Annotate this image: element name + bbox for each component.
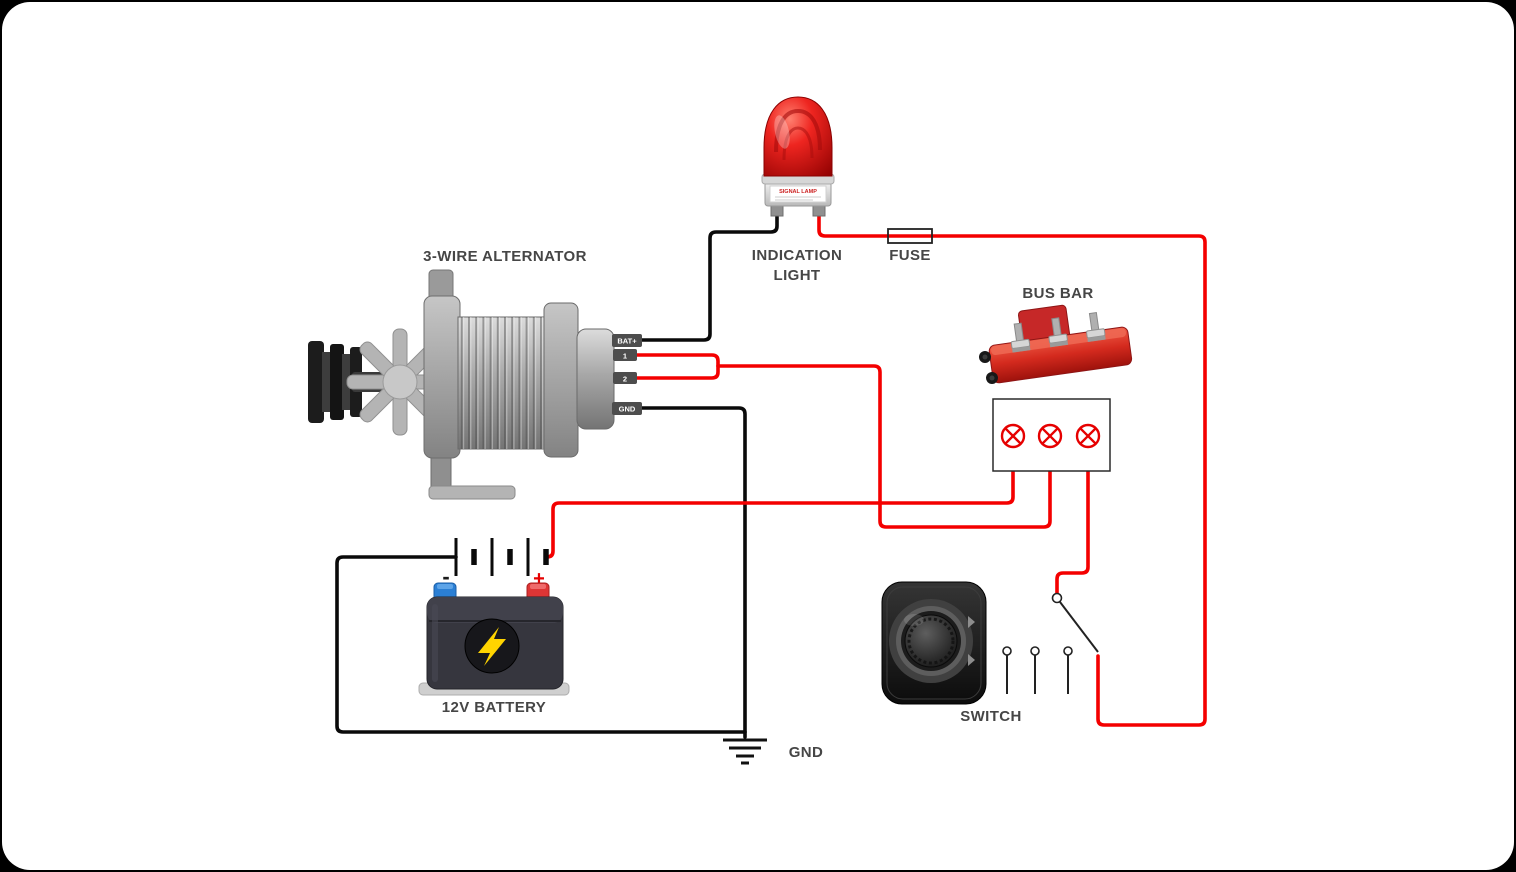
switch-arrow-up-icon <box>968 616 975 628</box>
wire-alternator-to-lamp2 <box>716 364 1052 529</box>
battery-positive-sign: + <box>533 568 545 590</box>
alternator-graphic <box>308 269 615 500</box>
bus-bar-graphic <box>979 304 1133 384</box>
wire-battery-positive-to-lamp1 <box>544 446 1015 559</box>
switch-arrow-down-icon <box>968 654 975 666</box>
light-badge <box>769 185 827 203</box>
alternator-foot <box>428 485 516 500</box>
lamp-symbol-1 <box>1000 423 1026 449</box>
switch-knob <box>904 614 958 668</box>
terminal-gnd-label: GND <box>619 405 636 414</box>
switch-label: SWITCH <box>960 708 1022 725</box>
fuse-label: FUSE <box>889 247 931 264</box>
alternator-terminals: BAT+ 1 2 GND <box>612 334 642 415</box>
indication-light-label-1: INDICATION <box>751 247 843 264</box>
wire-terminal1-terminal2-loop <box>635 353 720 380</box>
alternator-front-bracket <box>423 295 461 459</box>
wire-alternator-gnd-to-ground <box>640 406 747 739</box>
terminal-batplus <box>612 334 642 347</box>
terminal-2-label: 2 <box>623 375 627 384</box>
wire-light-fuse-to-switch <box>817 210 1207 727</box>
ground-label: GND <box>788 744 824 761</box>
light-badge-text: SIGNAL LAMP <box>779 189 817 195</box>
terminal-1 <box>613 349 637 361</box>
battery-cell-symbol <box>454 538 549 576</box>
ground-symbol <box>723 738 767 765</box>
lightning-bolt-icon <box>478 627 506 666</box>
lamp-symbol-2 <box>1037 423 1063 449</box>
indication-light-graphic: SIGNAL LAMP <box>761 96 835 217</box>
lamp-symbol-3 <box>1075 423 1101 449</box>
wire-battery-negative-to-ground <box>335 555 747 734</box>
wire-lamp3-to-switch <box>1055 446 1090 595</box>
terminal-gnd <box>612 402 642 415</box>
wire-batplus-to-light <box>640 210 779 342</box>
fuse-symbol <box>887 228 933 244</box>
switch-graphic <box>881 581 987 705</box>
switch-schematic-symbol <box>1002 592 1099 694</box>
alternator-rear-cap <box>576 328 615 430</box>
indication-light-label-2: LIGHT <box>773 267 821 284</box>
battery-graphic <box>418 582 570 696</box>
bus-bar-label: BUS BAR <box>1022 285 1094 302</box>
battery-negative-sign: - <box>442 564 449 589</box>
terminal-2 <box>613 372 637 384</box>
alternator-rear-housing <box>543 302 579 458</box>
lamp-box <box>992 398 1111 472</box>
terminal-batplus-label: BAT+ <box>617 337 637 346</box>
battery-label: 12V BATTERY <box>441 699 547 716</box>
terminal-1-label: 1 <box>623 352 627 361</box>
bus-bar-studs <box>1010 311 1106 353</box>
alternator-label: 3-WIRE ALTERNATOR <box>423 248 587 265</box>
alternator-body-fins <box>458 317 544 449</box>
light-dome <box>763 96 833 177</box>
